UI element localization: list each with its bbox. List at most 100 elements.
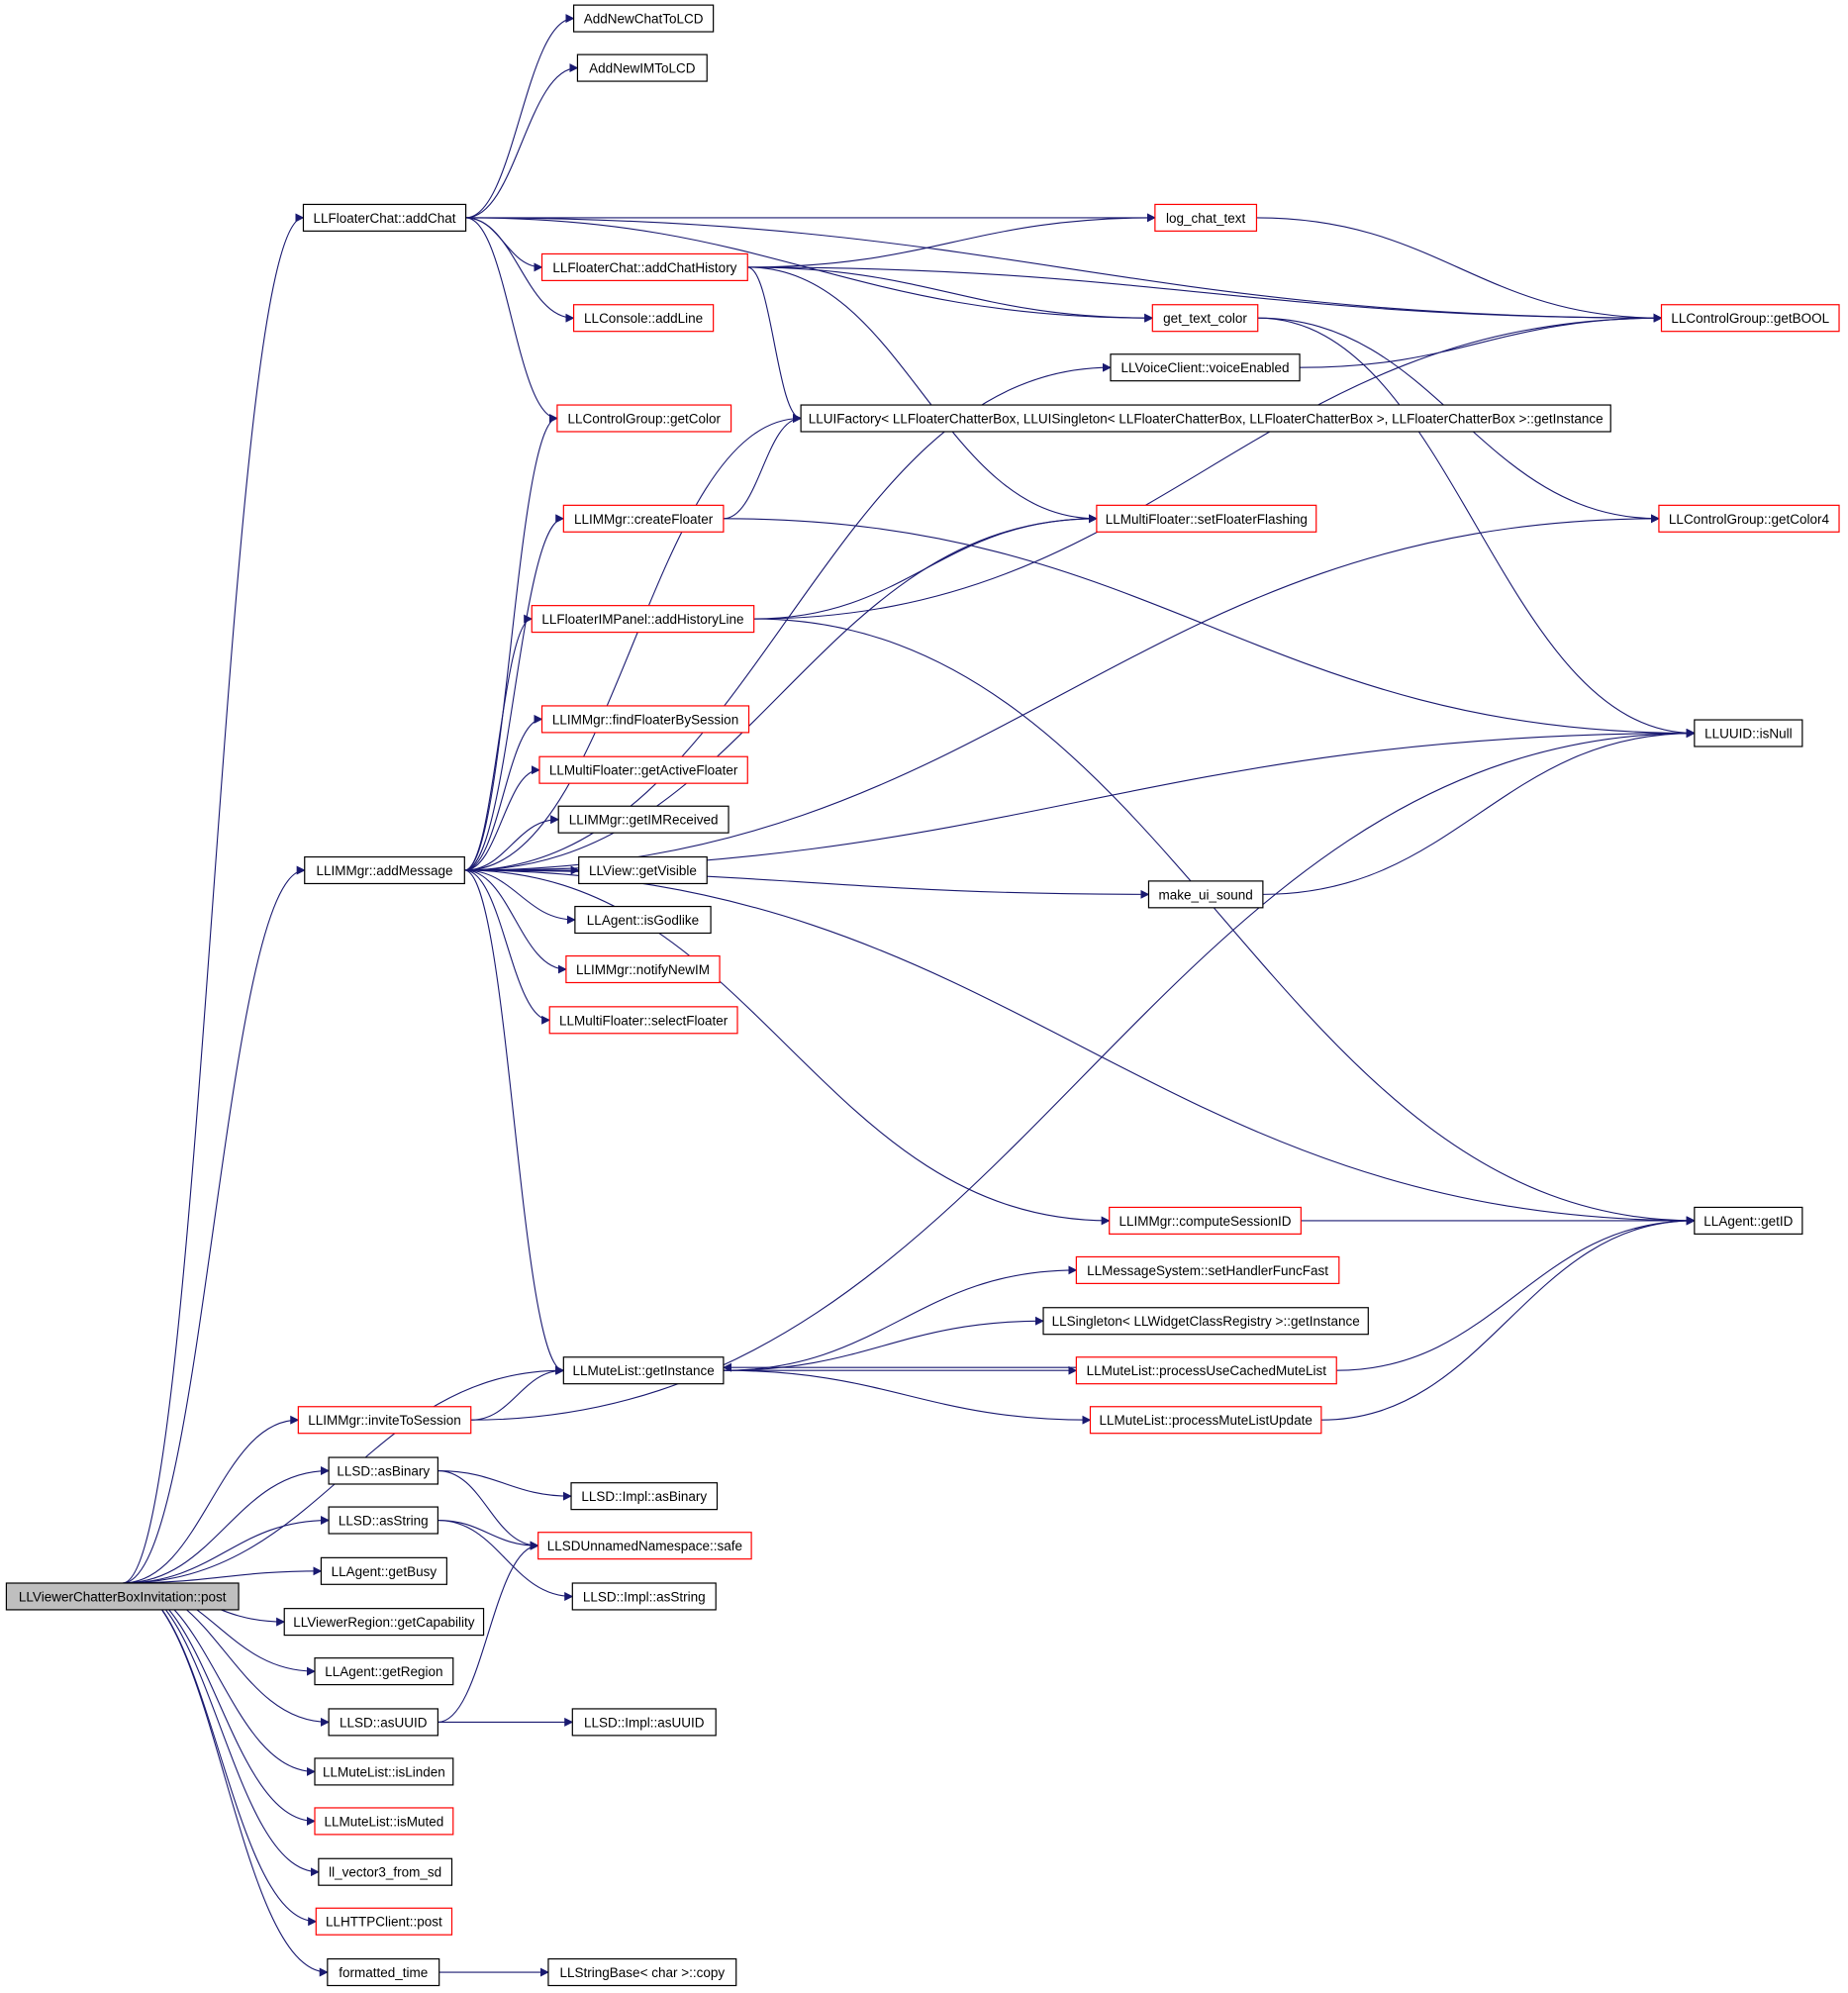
node-asstring[interactable]: LLSD::asString	[328, 1506, 438, 1535]
call-edge-addchathistory-to-gettextcolor	[747, 266, 1154, 323]
node-addnewchat[interactable]: AddNewChatToLCD	[572, 4, 715, 33]
call-edge-asbinary-to-implasbinary	[438, 1469, 572, 1501]
node-box-getbusy	[320, 1556, 447, 1585]
node-implasuuid[interactable]: LLSD::Impl::asUUID	[571, 1708, 717, 1737]
node-box-getvisible	[578, 855, 708, 885]
node-asuuid[interactable]: LLSD::asUUID	[328, 1708, 438, 1737]
node-label-getimreceived: LLIMMgr::getIMReceived	[569, 813, 719, 828]
node-box-processcached	[1075, 1356, 1337, 1385]
node-findfloater[interactable]: LLIMMgr::findFloaterBySession	[540, 705, 750, 734]
node-box-processupdate	[1089, 1406, 1322, 1435]
node-getcapability[interactable]: LLViewerRegion::getCapability	[283, 1608, 485, 1637]
node-addnewim[interactable]: AddNewIMToLCD	[576, 53, 708, 82]
node-box-getactive	[538, 755, 748, 784]
node-voiceenabled[interactable]: LLVoiceClient::voiceEnabled	[1110, 353, 1301, 382]
node-label-addnewim: AddNewIMToLCD	[589, 61, 696, 76]
node-ismuted[interactable]: LLMuteList::isMuted	[314, 1807, 454, 1836]
node-addchat[interactable]: LLFloaterChat::addChat	[302, 203, 467, 232]
node-getid[interactable]: LLAgent::getID	[1694, 1206, 1803, 1235]
node-implasbinary[interactable]: LLSD::Impl::asBinary	[570, 1482, 719, 1511]
node-getbool[interactable]: LLControlGroup::getBOOL	[1660, 304, 1840, 333]
call-edge-addchat-to-addline	[465, 217, 575, 323]
call-edge-addmessage-to-makeuisound	[464, 869, 1150, 899]
call-edge-addchat-to-getcolor	[465, 217, 558, 423]
call-edge-createfloater-to-uifactory	[723, 414, 803, 520]
node-isnull[interactable]: LLUUID::isNull	[1694, 719, 1803, 747]
call-edge-addmessage-to-createfloater	[464, 514, 565, 871]
node-makeuisound[interactable]: make_ui_sound	[1147, 880, 1264, 909]
node-box-addnewim	[576, 53, 708, 82]
node-processcached[interactable]: LLMuteList::processUseCachedMuteList	[1075, 1356, 1337, 1385]
call-edge-voiceenabled-to-getbool	[1300, 313, 1663, 368]
node-uifactory[interactable]: LLUIFactory< LLFloaterChatterBox, LLUISi…	[800, 404, 1611, 433]
node-formattedtime[interactable]: formatted_time	[327, 1957, 440, 1987]
node-isgodlike[interactable]: LLAgent::isGodlike	[574, 905, 712, 935]
node-box-getid	[1694, 1206, 1803, 1235]
node-singleton[interactable]: LLSingleton< LLWidgetClassRegistry >::ge…	[1042, 1307, 1369, 1336]
node-sethandler[interactable]: LLMessageSystem::setHandlerFuncFast	[1075, 1255, 1340, 1284]
node-getcolor4[interactable]: LLControlGroup::getColor4	[1658, 504, 1840, 533]
node-logchat[interactable]: log_chat_text	[1154, 203, 1258, 232]
node-selectfloater[interactable]: LLMultiFloater::selectFloater	[548, 1006, 738, 1035]
node-label-makeuisound: make_ui_sound	[1159, 887, 1253, 902]
call-edge-addmessage-to-isgodlike	[464, 869, 576, 925]
node-box-selectfloater	[548, 1006, 738, 1035]
node-computesession[interactable]: LLIMMgr::computeSessionID	[1109, 1206, 1302, 1235]
node-box-asuuid	[328, 1708, 438, 1737]
call-edge-addmessage-to-uifactory	[464, 414, 803, 871]
node-getregion[interactable]: LLAgent::getRegion	[314, 1657, 454, 1686]
node-safe[interactable]: LLSDUnnamedNamespace::safe	[537, 1532, 752, 1560]
node-gettextcolor[interactable]: get_text_color	[1151, 304, 1259, 333]
node-label-vector3: ll_vector3_from_sd	[329, 1865, 441, 1880]
node-box-asbinary	[328, 1456, 438, 1485]
node-stringcopy[interactable]: LLStringBase< char >::copy	[547, 1957, 737, 1987]
node-processupdate[interactable]: LLMuteList::processMuteListUpdate	[1089, 1406, 1322, 1435]
node-label-isgodlike: LLAgent::isGodlike	[587, 913, 699, 928]
node-label-ismuted: LLMuteList::isMuted	[324, 1814, 443, 1829]
node-box-formattedtime	[327, 1957, 440, 1987]
node-addchathistory[interactable]: LLFloaterChat::addChatHistory	[540, 252, 748, 281]
node-box-vector3	[318, 1857, 453, 1886]
node-box-logchat	[1154, 203, 1258, 232]
node-post[interactable]: LLViewerChatterBoxInvitation::post	[5, 1582, 240, 1611]
node-vector3[interactable]: ll_vector3_from_sd	[318, 1857, 453, 1886]
node-notifynewim[interactable]: LLIMMgr::notifyNewIM	[565, 954, 721, 984]
node-box-invite	[297, 1406, 472, 1435]
call-edge-addhistoryline-to-setflashing	[753, 514, 1098, 620]
call-edge-addchathistory-to-logchat	[747, 213, 1156, 268]
call-edge-addchathistory-to-getbool	[747, 266, 1663, 323]
node-getcolor[interactable]: LLControlGroup::getColor	[556, 404, 732, 433]
node-asbinary[interactable]: LLSD::asBinary	[328, 1456, 438, 1485]
node-addmessage[interactable]: LLIMMgr::addMessage	[304, 855, 465, 885]
node-getvisible[interactable]: LLView::getVisible	[578, 855, 708, 885]
call-edge-asuuid-to-safe	[438, 1541, 539, 1723]
call-edge-mutegetinstance-to-singleton	[723, 1316, 1044, 1371]
call-edge-addmessage-to-addhistoryline	[464, 614, 534, 871]
node-label-sethandler: LLMessageSystem::setHandlerFuncFast	[1087, 1263, 1328, 1278]
node-addline[interactable]: LLConsole::addLine	[572, 304, 715, 333]
node-getimreceived[interactable]: LLIMMgr::getIMReceived	[557, 805, 729, 834]
node-createfloater[interactable]: LLIMMgr::createFloater	[562, 504, 725, 533]
node-implasstring[interactable]: LLSD::Impl::asString	[571, 1582, 717, 1611]
node-box-getimreceived	[557, 805, 729, 834]
node-getactive[interactable]: LLMultiFloater::getActiveFloater	[538, 755, 748, 784]
node-label-computesession: LLIMMgr::computeSessionID	[1119, 1214, 1291, 1229]
node-httppost[interactable]: LLHTTPClient::post	[315, 1907, 453, 1936]
node-label-processcached: LLMuteList::processUseCachedMuteList	[1087, 1363, 1327, 1378]
node-box-getbool	[1660, 304, 1840, 333]
node-label-singleton: LLSingleton< LLWidgetClassRegistry >::ge…	[1052, 1314, 1360, 1329]
node-box-addnewchat	[572, 4, 715, 33]
node-invite[interactable]: LLIMMgr::inviteToSession	[297, 1406, 472, 1435]
node-islinden[interactable]: LLMuteList::isLinden	[314, 1757, 454, 1786]
node-setflashing[interactable]: LLMultiFloater::setFloaterFlashing	[1096, 504, 1317, 533]
node-box-notifynewim	[565, 954, 721, 984]
node-getbusy[interactable]: LLAgent::getBusy	[320, 1556, 447, 1585]
call-edge-asstring-to-implasstring	[438, 1519, 574, 1601]
node-mutegetinstance[interactable]: LLMuteList::getInstance	[562, 1356, 725, 1385]
call-edge-addchat-to-addnewim	[465, 63, 579, 219]
node-box-safe	[537, 1532, 752, 1560]
node-box-addmessage	[304, 855, 465, 885]
call-edge-post-to-addchat	[122, 213, 305, 1584]
node-addhistoryline[interactable]: LLFloaterIMPanel::addHistoryLine	[531, 605, 755, 634]
node-label-implasstring: LLSD::Impl::asString	[583, 1589, 706, 1604]
